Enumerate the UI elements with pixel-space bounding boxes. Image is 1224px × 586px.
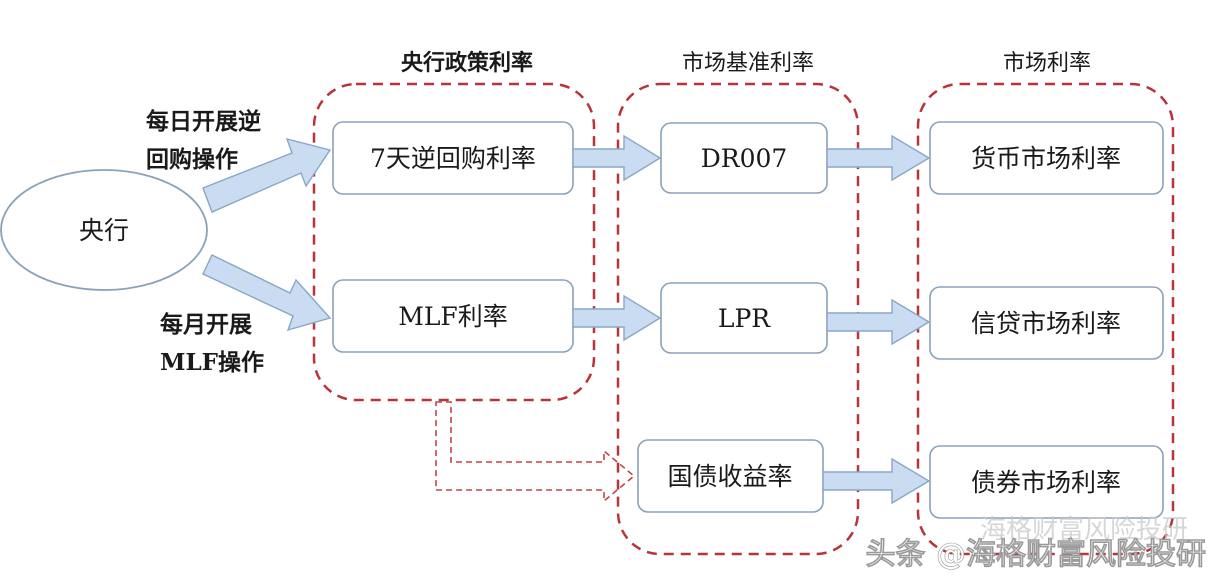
arrow-to-reverse-repo xyxy=(202,137,332,213)
group-container-policy xyxy=(312,82,596,402)
label-treasury-yield: 国债收益率 xyxy=(667,462,792,491)
group-title-benchmark: 市场基准利率 xyxy=(682,51,814,76)
daily-operation-label-line1: 每日开展逆 xyxy=(146,108,261,135)
central-bank-node xyxy=(0,169,208,291)
box-credit-market-rate xyxy=(929,286,1164,360)
arrow-treasury-to-bond-market xyxy=(822,457,931,505)
label-bond-market-rate: 债券市场利率 xyxy=(971,468,1121,497)
group-title-policy: 央行政策利率 xyxy=(401,50,533,76)
arrow-reverse-repo-to-dr007 xyxy=(572,134,662,182)
arrow-lpr-to-credit-market xyxy=(826,298,931,346)
monthly-operation-label-line2: MLF操作 xyxy=(160,349,264,376)
daily-operation-label-line2: 回购操作 xyxy=(146,146,238,173)
group-title-market: 市场利率 xyxy=(1003,51,1091,76)
label-reverse-repo-rate: 7天逆回购利率 xyxy=(370,144,536,173)
label-mlf-rate: MLF利率 xyxy=(398,302,508,331)
group-container-market xyxy=(916,82,1175,556)
dashed-arrow-mlf-to-treasury xyxy=(435,401,636,503)
label-lpr: LPR xyxy=(718,304,771,333)
watermark-faint: 海格财富风险投研 xyxy=(980,515,1188,545)
arrow-to-mlf xyxy=(202,254,332,332)
central-bank-label: 央行 xyxy=(79,216,129,245)
label-money-market-rate: 货币市场利率 xyxy=(971,144,1121,173)
watermark-text: 头条 @海格财富风险投研 xyxy=(866,537,1206,572)
monthly-operation-label-line1: 每月开展 xyxy=(160,311,252,338)
label-credit-market-rate: 信贷市场利率 xyxy=(971,309,1121,338)
label-dr007: DR007 xyxy=(701,144,788,173)
arrow-dr007-to-money-market xyxy=(826,134,931,182)
arrow-mlf-to-lpr xyxy=(572,294,662,342)
box-bond-market-rate xyxy=(929,445,1164,519)
